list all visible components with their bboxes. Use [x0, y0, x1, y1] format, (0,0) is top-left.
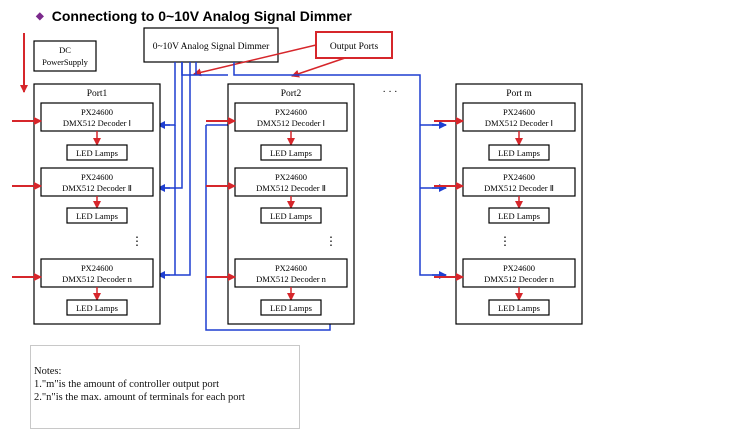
led-lamps-box: [260, 144, 322, 161]
dimmer-box: [143, 27, 279, 63]
led-lamps-box: [66, 207, 128, 224]
led-lamps-label: LED Lamps: [270, 148, 312, 158]
decoder-name: DMX512 Decoder n: [256, 274, 327, 284]
led-lamps-box: [488, 207, 550, 224]
led-lamps-label: LED Lamps: [498, 303, 540, 313]
bullet-icon: ◆: [36, 11, 44, 22]
decoder-model: PX24600: [81, 107, 113, 117]
decoder-name: DMX512 Decoder Ⅱ: [484, 183, 554, 193]
decoder-model: PX24600: [275, 263, 307, 273]
vertical-ellipsis: ⋮: [499, 234, 511, 248]
decoder-name: DMX512 Decoder Ⅰ: [257, 118, 325, 128]
port-title: Port1: [87, 89, 108, 99]
note-item: 2."n"is the max. amount of terminals for…: [34, 392, 245, 403]
led-lamps-label: LED Lamps: [270, 211, 312, 221]
led-lamps-label: LED Lamps: [76, 211, 118, 221]
led-lamps-box: [488, 299, 550, 316]
decoder-model: PX24600: [503, 172, 535, 182]
heading-text: Connectiong to 0~10V Analog Signal Dimme…: [51, 8, 352, 24]
vertical-ellipsis: ⋮: [325, 234, 337, 248]
decoder-name: DMX512 Decoder n: [484, 274, 555, 284]
led-lamps-label: LED Lamps: [270, 303, 312, 313]
decoder-model: PX24600: [503, 107, 535, 117]
decoder-model: PX24600: [503, 263, 535, 273]
led-lamps-label: LED Lamps: [76, 303, 118, 313]
decoder-name: DMX512 Decoder Ⅱ: [62, 183, 132, 193]
decoder-box: [234, 102, 348, 132]
decoder-model: PX24600: [81, 172, 113, 182]
diagram-heading: ◆ Connectiong to 0~10V Analog Signal Dimm…: [36, 8, 352, 24]
dimmer-label: 0~10V Analog Signal Dimmer: [153, 42, 270, 52]
decoder-name: DMX512 Decoder Ⅰ: [485, 118, 553, 128]
ports-ellipsis: · · ·: [383, 87, 398, 98]
callout-arrow-left: [193, 44, 317, 77]
led-lamps-label: LED Lamps: [498, 211, 540, 221]
callout-arrow-right: [291, 57, 346, 78]
led-lamps-box: [260, 299, 322, 316]
led-lamps-label: LED Lamps: [498, 148, 540, 158]
decoder-model: PX24600: [275, 172, 307, 182]
led-lamps-label: LED Lamps: [76, 148, 118, 158]
note-item: 1."m"is the amount of controller output …: [34, 379, 220, 390]
decoder-box: [40, 167, 154, 197]
output-ports-label: Output Ports: [330, 42, 379, 52]
led-lamps-box: [66, 144, 128, 161]
decoder-model: PX24600: [275, 107, 307, 117]
power-supply-box: [33, 40, 97, 72]
notes-title: Notes:: [34, 366, 62, 377]
decoder-model: PX24600: [81, 263, 113, 273]
power-supply-line1: DC: [59, 45, 71, 55]
decoder-box: [234, 258, 348, 288]
led-lamps-box: [66, 299, 128, 316]
decoder-box: [462, 167, 576, 197]
led-lamps-box: [488, 144, 550, 161]
decoder-box: [40, 258, 154, 288]
power-supply-line2: PowerSupply: [42, 57, 89, 67]
vertical-ellipsis: ⋮: [131, 234, 143, 248]
port-title: Port2: [281, 89, 302, 99]
led-lamps-box: [260, 207, 322, 224]
decoder-name: DMX512 Decoder Ⅰ: [63, 118, 131, 128]
notes-box: Notes: 1."m"is the amount of controller …: [30, 345, 300, 429]
decoder-name: DMX512 Decoder n: [62, 274, 133, 284]
decoder-name: DMX512 Decoder Ⅱ: [256, 183, 326, 193]
port-title: Port m: [506, 89, 532, 99]
